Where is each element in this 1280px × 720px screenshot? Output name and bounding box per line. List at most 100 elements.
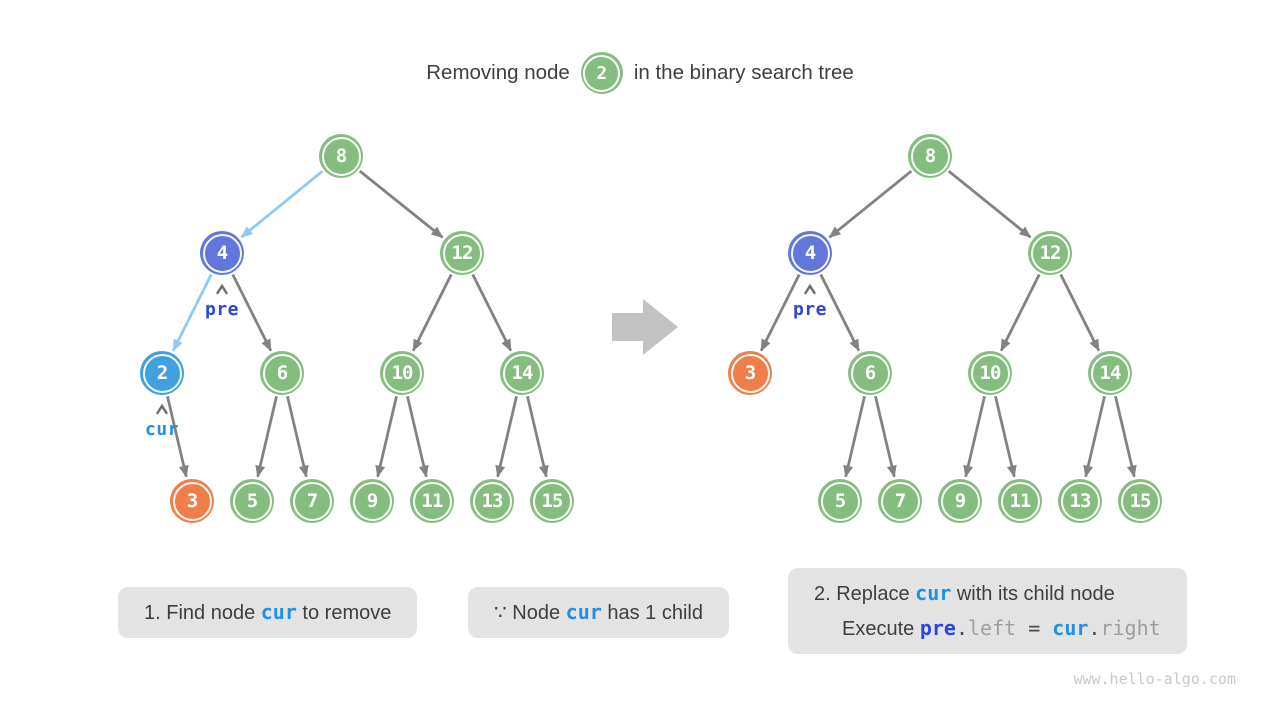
caption-line: Execute pre.left = cur.right xyxy=(814,611,1161,646)
pointer-caret-icon xyxy=(804,283,816,295)
node-value: 3 xyxy=(186,490,198,512)
pointer-caret-icon xyxy=(156,403,168,415)
node-value: 4 xyxy=(804,242,816,264)
tree-node-left-5: 5 xyxy=(230,479,274,523)
tree-edge-left-10-9 xyxy=(375,396,398,478)
tree-edge-right-10-9 xyxy=(963,396,986,478)
tree-edge-right-8-4 xyxy=(828,169,913,239)
tree-node-left-4: 4 xyxy=(200,231,244,275)
tree-node-left-3: 3 xyxy=(170,479,214,523)
pointer-label-pre: pre xyxy=(792,299,828,320)
tree-node-right-8: 8 xyxy=(908,134,952,178)
caption-segment: Execute xyxy=(842,618,920,640)
node-value: 6 xyxy=(276,362,288,384)
tree-edge-left-12-14 xyxy=(471,273,513,352)
node-value: 9 xyxy=(954,490,966,512)
node-value: 13 xyxy=(1069,490,1092,512)
tree-node-left-2: 2 xyxy=(140,351,184,395)
tree-node-right-11: 11 xyxy=(998,479,1042,523)
tree-node-right-12: 12 xyxy=(1028,231,1072,275)
tree-node-left-8: 8 xyxy=(319,134,363,178)
title-suffix: in the binary search tree xyxy=(633,61,854,84)
tree-edge-right-12-10 xyxy=(999,273,1041,352)
tree-node-left-10: 10 xyxy=(380,351,424,395)
caption-segment: cur xyxy=(1052,616,1089,640)
caption-segment: pre xyxy=(919,616,956,640)
caption-line: ∵ Node cur has 1 child xyxy=(494,595,703,630)
tree-node-right-9: 9 xyxy=(938,479,982,523)
tree-edge-right-14-15 xyxy=(1114,396,1137,478)
tree-edge-left-6-5 xyxy=(255,396,278,478)
tree-edge-right-14-13 xyxy=(1083,396,1106,478)
tree-node-left-7: 7 xyxy=(290,479,334,523)
tree-node-right-6: 6 xyxy=(848,351,892,395)
caption-segment: has 1 child xyxy=(601,602,703,624)
tree-node-right-5: 5 xyxy=(818,479,862,523)
node-value: 14 xyxy=(1099,362,1122,384)
node-value: 7 xyxy=(894,490,906,512)
node-value: 10 xyxy=(979,362,1002,384)
caption-segment: with its child node xyxy=(951,583,1115,605)
node-value: 9 xyxy=(366,490,378,512)
title-node-value: 2 xyxy=(596,62,608,84)
tree-edge-left-14-13 xyxy=(495,396,518,478)
caption-segment: 2. Replace xyxy=(814,583,916,605)
title-node-circle: 2 xyxy=(580,52,623,94)
tree-node-left-9: 9 xyxy=(350,479,394,523)
node-value: 8 xyxy=(924,145,936,167)
caption-segment: right xyxy=(1100,616,1161,640)
tree-node-right-4: 4 xyxy=(788,231,832,275)
title-prefix: Removing node xyxy=(426,61,570,84)
caption-segment: left xyxy=(968,616,1017,640)
watermark: www.hello-algo.com xyxy=(1073,670,1236,688)
pointer-caret-icon xyxy=(216,283,228,295)
tree-node-left-15: 15 xyxy=(530,479,574,523)
tree-edge-right-10-11 xyxy=(994,396,1017,478)
tree-edge-left-8-12 xyxy=(358,169,444,239)
tree-edge-right-12-14 xyxy=(1059,273,1101,352)
tree-edge-left-14-15 xyxy=(526,396,549,478)
caption-line: 1. Find node cur to remove xyxy=(144,595,391,630)
tree-node-left-6: 6 xyxy=(260,351,304,395)
caption-box-1: 1. Find node cur to remove xyxy=(118,587,418,638)
tree-node-left-13: 13 xyxy=(470,479,514,523)
node-value: 12 xyxy=(1039,242,1062,264)
tree-node-right-7: 7 xyxy=(878,479,922,523)
caption-line: 2. Replace cur with its child node xyxy=(814,576,1161,611)
tree-node-right-3: 3 xyxy=(728,351,772,395)
node-value: 4 xyxy=(216,242,228,264)
tree-edge-right-8-12 xyxy=(947,169,1032,239)
caption-segment: cur xyxy=(260,600,297,624)
tree-node-right-13: 13 xyxy=(1058,479,1102,523)
node-value: 5 xyxy=(834,490,846,512)
node-value: 13 xyxy=(481,490,504,512)
node-value: 11 xyxy=(421,490,444,512)
tree-edge-left-6-7 xyxy=(286,396,309,478)
node-value: 2 xyxy=(156,362,168,384)
tree-edge-right-6-7 xyxy=(874,396,897,478)
tree-node-left-12: 12 xyxy=(440,231,484,275)
caption-segment: 1. Find node xyxy=(144,602,261,624)
tree-node-left-11: 11 xyxy=(410,479,454,523)
tree-edge-left-4-2 xyxy=(171,273,213,352)
tree-edge-right-6-5 xyxy=(843,396,866,478)
tree-edge-right-4-6 xyxy=(819,273,861,352)
node-value: 11 xyxy=(1009,490,1032,512)
node-value: 7 xyxy=(306,490,318,512)
caption-box-2: ∵ Node cur has 1 child xyxy=(468,587,729,638)
tree-edge-left-12-10 xyxy=(411,273,453,352)
transform-arrow-icon xyxy=(612,299,678,355)
caption-segment: cur xyxy=(915,581,952,605)
node-value: 8 xyxy=(335,145,347,167)
node-value: 15 xyxy=(1129,490,1152,512)
caption-segment: ∵ Node xyxy=(494,602,566,624)
caption-segment: . xyxy=(1088,616,1101,640)
tree-edge-left-4-6 xyxy=(231,273,273,352)
caption-segment: to remove xyxy=(296,602,392,624)
tree-node-right-15: 15 xyxy=(1118,479,1162,523)
tree-edge-left-8-4 xyxy=(240,170,324,239)
node-value: 14 xyxy=(511,362,534,384)
pointer-label-pre: pre xyxy=(204,299,240,320)
